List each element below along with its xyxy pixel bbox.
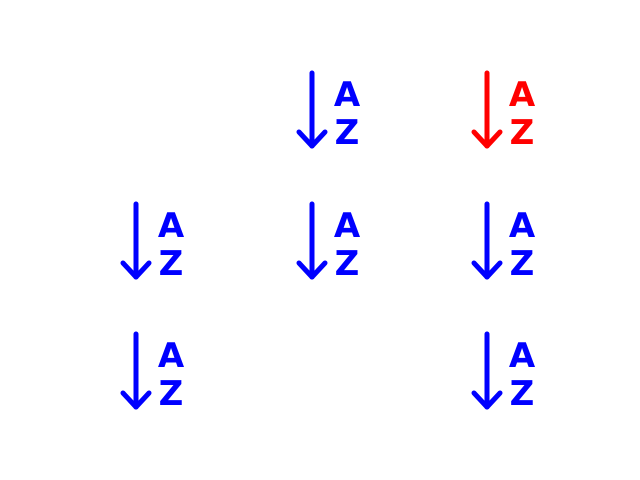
sort-a-z-icon-graphic: A Z [471, 331, 536, 414]
sort-a-z-icon-highlighted[interactable]: A Z [465, 68, 545, 158]
sort-a-z-icon[interactable]: A Z [114, 199, 194, 289]
sort-a-z-icon[interactable]: A Z [290, 68, 370, 158]
sort-a-z-icon[interactable]: A Z [114, 329, 194, 419]
sort-a-z-icon-graphic: A Z [296, 70, 361, 153]
sort-letter-a: A [509, 206, 536, 246]
sort-a-z-icon-graphic: A Z [471, 70, 536, 153]
sort-letter-z: Z [510, 374, 535, 414]
sort-a-z-icon-graphic: A Z [120, 331, 185, 414]
sort-letter-a: A [334, 206, 361, 246]
sort-a-z-icon[interactable]: A Z [290, 199, 370, 289]
sort-letter-z: Z [510, 113, 535, 153]
sort-a-z-icon-graphic: A Z [120, 201, 185, 284]
sort-letter-a: A [158, 206, 185, 246]
sort-letter-z: Z [335, 244, 360, 284]
sort-a-z-icon-graphic: A Z [471, 201, 536, 284]
sort-letter-z: Z [510, 244, 535, 284]
sort-a-z-icon[interactable]: A Z [465, 329, 545, 419]
sort-letter-z: Z [159, 374, 184, 414]
sort-letter-a: A [158, 336, 185, 376]
sort-letter-a: A [509, 336, 536, 376]
sort-letter-a: A [509, 75, 536, 115]
sort-a-z-icon[interactable]: A Z [465, 199, 545, 289]
sort-a-z-icon-graphic: A Z [296, 201, 361, 284]
sort-letter-a: A [334, 75, 361, 115]
sort-letter-z: Z [335, 113, 360, 153]
sort-letter-z: Z [159, 244, 184, 284]
